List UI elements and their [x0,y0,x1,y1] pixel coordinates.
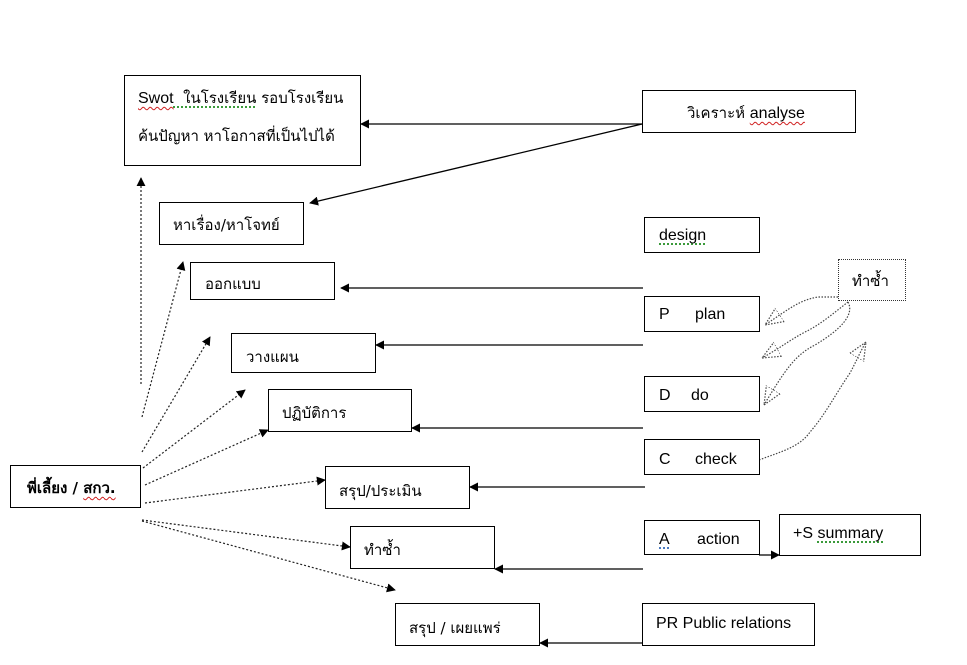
cycle-arrow-repeat-to-between [762,301,849,358]
swot-box: Swot ในโรงเรียน รอบโรงเรียน ค้นปัญหา หาโ… [124,75,361,166]
dotted-arrow-to-find-topic [141,261,186,418]
arrow-analyse-to-find-topic [309,123,643,206]
source-label-thai: พี่เลี้ยง / [27,479,84,497]
dotted-arrow-to-design [141,336,211,453]
step-do: ปฏิบัติการ [268,389,412,432]
do-box: D do [644,376,760,412]
design-box: design [644,217,760,253]
pr-box: PR Public relations [642,603,815,646]
summary-box: +S summary [779,514,921,556]
check-letter: C [659,451,671,468]
step-repeat-label: ทำซ้ำ [364,541,401,559]
swot-around-school: รอบโรงเรียน [256,89,344,107]
cycle-arrow-repeat-to-plan [765,296,838,325]
summary-word: summary [817,525,884,542]
design-label: design [659,227,707,244]
analyse-label-thai: วิเคราะห์ [687,104,750,122]
plan-box: P plan [644,296,760,332]
swot-line-1: Swot ในโรงเรียน รอบโรงเรียน [138,89,343,108]
swot-line-2: ค้นปัญหา หาโอกาสที่เป็นไปได้ [138,127,335,145]
source-box-mentor: พี่เลี้ยง / สกว. [10,465,141,508]
step-evaluate-label: สรุป/ประเมิน [339,482,422,500]
step-evaluate: สรุป/ประเมิน [325,466,470,509]
check-box: C check [644,439,760,475]
analyse-box: วิเคราะห์ analyse [642,90,856,133]
do-letter: D [659,387,671,404]
step-do-label: ปฏิบัติการ [282,404,347,422]
swot-word: Swot [138,90,174,107]
step-plan: วางแผน [231,333,376,373]
step-design-label: ออกแบบ [205,275,261,293]
source-label: พี่เลี้ยง / สกว. [27,479,116,497]
source-label-abbr: สกว. [83,479,116,497]
summary-prefix: +S [793,525,818,542]
step-find-topic: หาเรื่อง/หาโจทย์ [159,202,304,245]
step-publish-label: สรุป / เผยแพร่ [409,619,501,637]
check-word: check [695,451,737,468]
step-plan-label: วางแผน [246,348,299,366]
cycle-arrow-repeat-to-do [764,301,851,405]
do-word: do [691,387,709,404]
step-repeat: ทำซ้ำ [350,526,495,569]
repeat-cycle-box: ทำซ้ำ [838,259,906,301]
plan-letter: P [659,306,670,323]
step-publish: สรุป / เผยแพร่ [395,603,540,646]
action-box: A action [644,520,760,555]
step-find-topic-label: หาเรื่อง/หาโจทย์ [173,216,280,234]
action-word: action [697,531,740,548]
plan-word: plan [695,306,726,323]
cycle-arrow-check-to-repeat [758,342,866,461]
summary-label: +S summary [793,525,883,543]
action-letter: A [659,531,670,548]
dotted-arrow-to-evaluate [144,476,326,504]
dotted-arrow-to-do [144,429,269,486]
swot-in-school: ในโรงเรียน [173,89,257,107]
dotted-arrow-to-plan [142,389,246,469]
dotted-arrow-to-repeat [141,519,351,551]
analyse-label-en: analyse [749,105,805,122]
analyse-label: วิเคราะห์ analyse [687,104,805,123]
step-design: ออกแบบ [190,262,335,300]
repeat-cycle-label: ทำซ้ำ [852,272,889,290]
pr-label: PR Public relations [656,615,792,632]
